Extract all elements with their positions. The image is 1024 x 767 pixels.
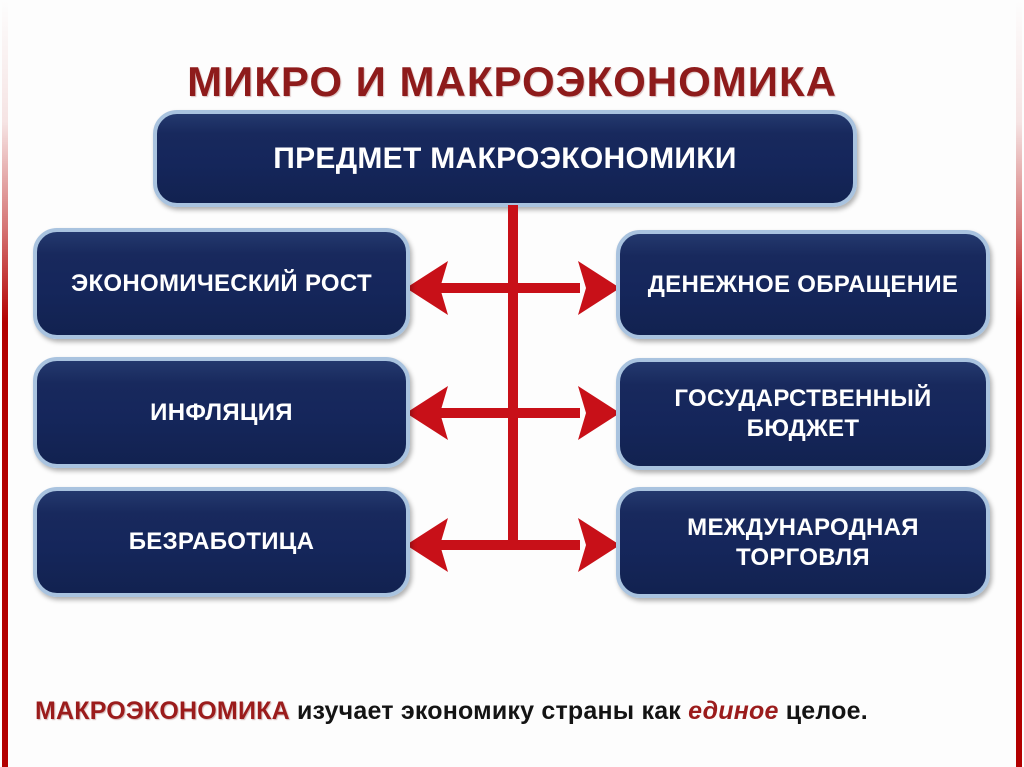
double-arrow-row1 — [406, 261, 620, 315]
node-unemployment: БЕЗРАБОТИЦА — [33, 487, 410, 597]
node-root-label: ПРЕДМЕТ МАКРОЭКОНОМИКИ — [273, 141, 737, 175]
slide-title: МИКРО И МАКРОЭКОНОМИКА — [187, 58, 837, 106]
connector-arrows — [406, 205, 620, 572]
node-root: ПРЕДМЕТ МАКРОЭКОНОМИКИ — [153, 110, 857, 207]
node-economic-growth: ЭКОНОМИЧЕСКИЙ РОСТ — [33, 228, 410, 339]
double-arrow-row2 — [406, 386, 620, 440]
vertical-spine — [508, 205, 518, 550]
node-unemployment-label: БЕЗРАБОТИЦА — [128, 528, 315, 555]
node-international-trade: МЕЖДУНАРОДНАЯ ТОРГОВЛЯ — [616, 487, 990, 598]
node-money-circulation-label: ДЕНЕЖНОЕ ОБРАЩЕНИЕ — [647, 270, 959, 298]
node-international-trade-label: МЕЖДУНАРОДНАЯ ТОРГОВЛЯ — [687, 513, 919, 571]
double-arrow-row3 — [406, 518, 620, 572]
node-inflation-label: ИНФЛЯЦИЯ — [150, 398, 293, 426]
footer-term: МАКРОЭКОНОМИКА — [35, 697, 290, 725]
footer-text-mid: изучает экономику страны как — [289, 697, 689, 725]
footer-text-end: целое. — [778, 697, 868, 725]
footer-emphasis: единое — [688, 697, 779, 725]
node-state-budget-label: ГОСУДАРСТВЕННЫЙ БЮДЖЕТ — [674, 385, 932, 442]
right-edge-accent-bar — [1016, 0, 1022, 767]
left-edge-accent-bar — [2, 0, 8, 767]
node-economic-growth-label: ЭКОНОМИЧЕСКИЙ РОСТ — [71, 269, 372, 297]
node-money-circulation: ДЕНЕЖНОЕ ОБРАЩЕНИЕ — [616, 230, 990, 339]
node-state-budget: ГОСУДАРСТВЕННЫЙ БЮДЖЕТ — [616, 358, 990, 470]
node-inflation: ИНФЛЯЦИЯ — [33, 357, 410, 468]
footer-definition: МАКРОЭКОНОМИКА изучает экономику страны … — [35, 697, 995, 726]
